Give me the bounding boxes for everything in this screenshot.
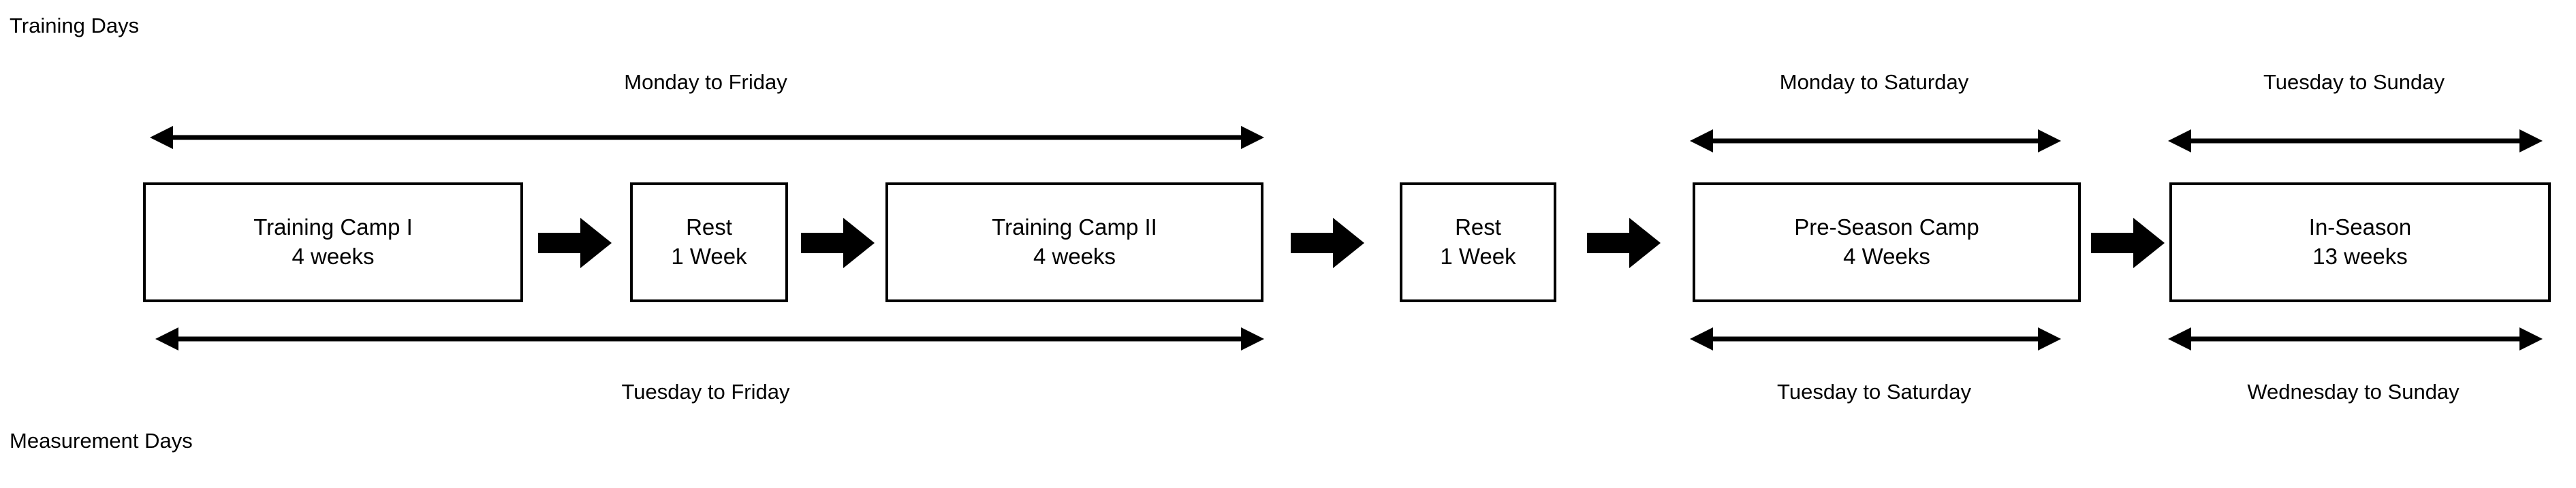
span-arrow-preseason-bottom [1686, 325, 2065, 353]
span-label-monday-to-friday: Monday to Friday [624, 70, 787, 94]
phase-line-2: 4 weeks [1033, 244, 1116, 269]
phase-line-1: Training Camp I [253, 214, 413, 240]
span-arrow-training-bottom [151, 325, 1268, 353]
span-label-tuesday-to-saturday: Tuesday to Saturday [1777, 380, 1971, 404]
phase-line-1: In-Season [2308, 214, 2412, 240]
phase-box-rest-1[interactable]: Rest 1 Week [630, 182, 788, 302]
span-label-tuesday-to-friday: Tuesday to Friday [621, 380, 790, 404]
phase-line-2: 1 Week [671, 244, 747, 269]
phase-box-pre-season-camp[interactable]: Pre-Season Camp 4 Weeks [1693, 182, 2081, 302]
span-label-wednesday-to-sunday: Wednesday to Sunday [2247, 380, 2460, 404]
phase-line-2: 13 weeks [2312, 244, 2408, 269]
training-days-label: Training Days [10, 14, 140, 37]
measurement-days-label: Measurement Days [10, 429, 193, 453]
span-label-tuesday-to-sunday: Tuesday to Sunday [2263, 70, 2445, 94]
phase-line-2: 4 Weeks [1843, 244, 1930, 269]
phase-line-1: Training Camp II [992, 214, 1157, 240]
arrow-camp2-to-rest2-icon [1291, 218, 1364, 268]
arrow-camp1-to-rest1-icon [538, 218, 612, 268]
phase-line-2: 4 weeks [292, 244, 375, 269]
arrow-rest1-to-camp2-icon [801, 218, 875, 268]
phase-line-1: Rest [686, 214, 732, 240]
phase-line-2: 1 Week [1440, 244, 1516, 269]
phase-box-training-camp-1[interactable]: Training Camp I 4 weeks [143, 182, 523, 302]
span-arrow-training-top [146, 124, 1268, 151]
span-arrow-preseason-top [1686, 127, 2065, 154]
span-arrow-inseason-top [2164, 127, 2547, 154]
phase-line-1: Pre-Season Camp [1794, 214, 1979, 240]
span-label-monday-to-saturday: Monday to Saturday [1779, 70, 1969, 94]
phase-box-in-season[interactable]: In-Season 13 weeks [2169, 182, 2551, 302]
arrow-preseason-to-inseason-icon [2091, 218, 2165, 268]
phase-box-training-camp-2[interactable]: Training Camp II 4 weeks [885, 182, 1263, 302]
arrow-rest2-to-preseason-icon [1587, 218, 1661, 268]
phase-line-1: Rest [1455, 214, 1501, 240]
phase-box-rest-2[interactable]: Rest 1 Week [1400, 182, 1556, 302]
span-arrow-inseason-bottom [2164, 325, 2547, 353]
